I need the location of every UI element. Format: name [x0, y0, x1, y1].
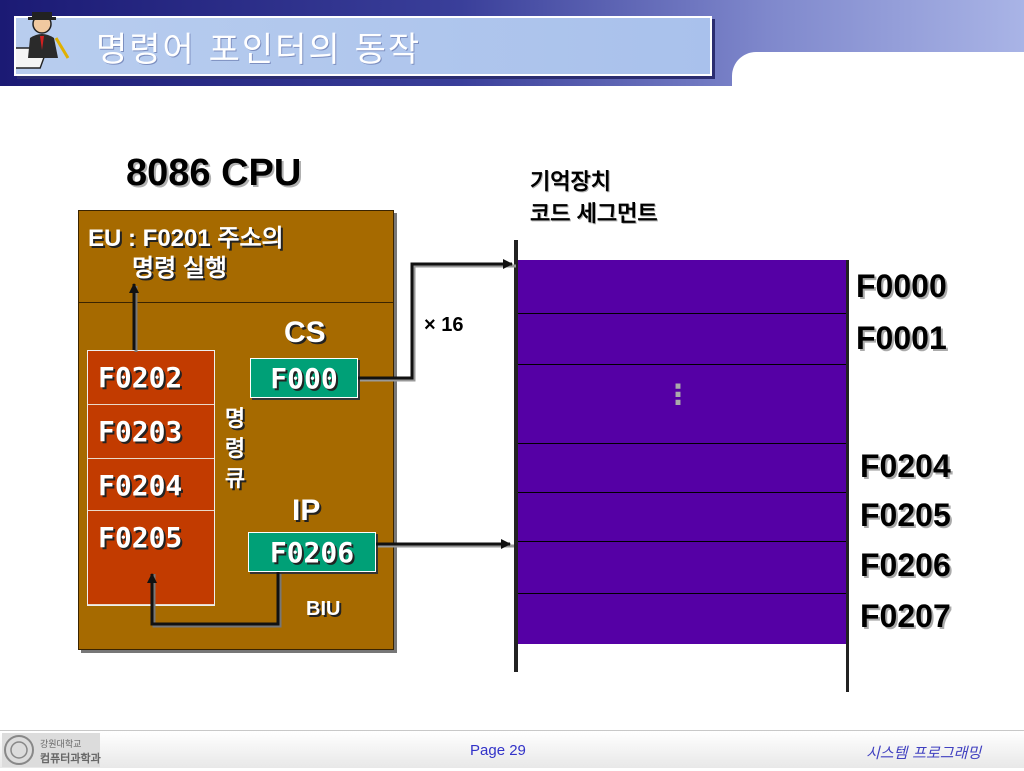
school-name: 강원대학교	[40, 740, 82, 750]
memory-row-line	[518, 492, 846, 493]
ip-label: IP	[292, 494, 321, 527]
memory-right-edge	[846, 260, 849, 692]
eu-text-line2: 명령 실행	[132, 255, 227, 282]
queue-label-char: 명	[224, 406, 246, 431]
memory-ellipsis: ⋮	[664, 378, 692, 411]
eu-biu-divider	[78, 302, 394, 303]
cpu-title: 8086 CPU	[126, 152, 302, 194]
university-seal-icon	[4, 735, 34, 765]
biu-label: BIU	[306, 598, 341, 620]
title-box	[14, 16, 712, 76]
memory-row-line	[518, 364, 846, 365]
page-number: Page 29	[470, 742, 526, 759]
ip-register: F0206	[248, 532, 376, 572]
address-label: F0001	[856, 320, 947, 356]
ip-to-queue-arrow	[147, 572, 282, 628]
header-tab-shape	[732, 52, 1024, 92]
eu-text-line1: EU : F0201 주소의	[88, 225, 284, 252]
cs-register: F000	[250, 358, 358, 398]
address-label: F0000	[856, 268, 947, 304]
ip-to-memory-arrow	[376, 539, 514, 549]
code-segment-title: 코드 세그먼트	[530, 201, 658, 226]
queue-cell: F0202	[88, 351, 214, 405]
multiplier-label: × 16	[424, 314, 464, 336]
slide-title: 명령어 포인터의 동작	[96, 30, 422, 70]
memory-row-line	[518, 593, 846, 594]
businessman-icon	[16, 12, 70, 69]
university-logo	[2, 733, 100, 767]
memory-row-line	[518, 313, 846, 314]
address-label: F0205	[860, 497, 951, 533]
address-label: F0204	[860, 448, 951, 484]
queue-label: 명 령 큐	[222, 404, 248, 494]
footer-divider	[0, 730, 1024, 731]
memory-row-line	[518, 443, 846, 444]
cs-to-memory-arrow	[358, 259, 516, 382]
memory-left-edge	[514, 240, 518, 672]
course-name: 시스템 프로그래밍	[866, 744, 982, 762]
memory-row-line	[518, 541, 846, 542]
cs-label: CS	[284, 316, 326, 349]
footer-bar	[0, 731, 1024, 768]
queue-to-eu-arrow	[129, 283, 139, 352]
queue-label-char: 큐	[224, 466, 246, 491]
queue-label-char: 령	[224, 436, 246, 461]
address-label: F0207	[860, 598, 951, 634]
queue-cell: F0203	[88, 405, 214, 459]
instruction-queue: F0202 F0203 F0204 F0205	[87, 350, 215, 606]
memory-block	[518, 260, 846, 644]
queue-cell: F0204	[88, 459, 214, 511]
memory-title: 기억장치	[530, 169, 611, 194]
address-label: F0206	[860, 547, 951, 583]
department-name: 컴퓨터과학과	[40, 752, 101, 765]
